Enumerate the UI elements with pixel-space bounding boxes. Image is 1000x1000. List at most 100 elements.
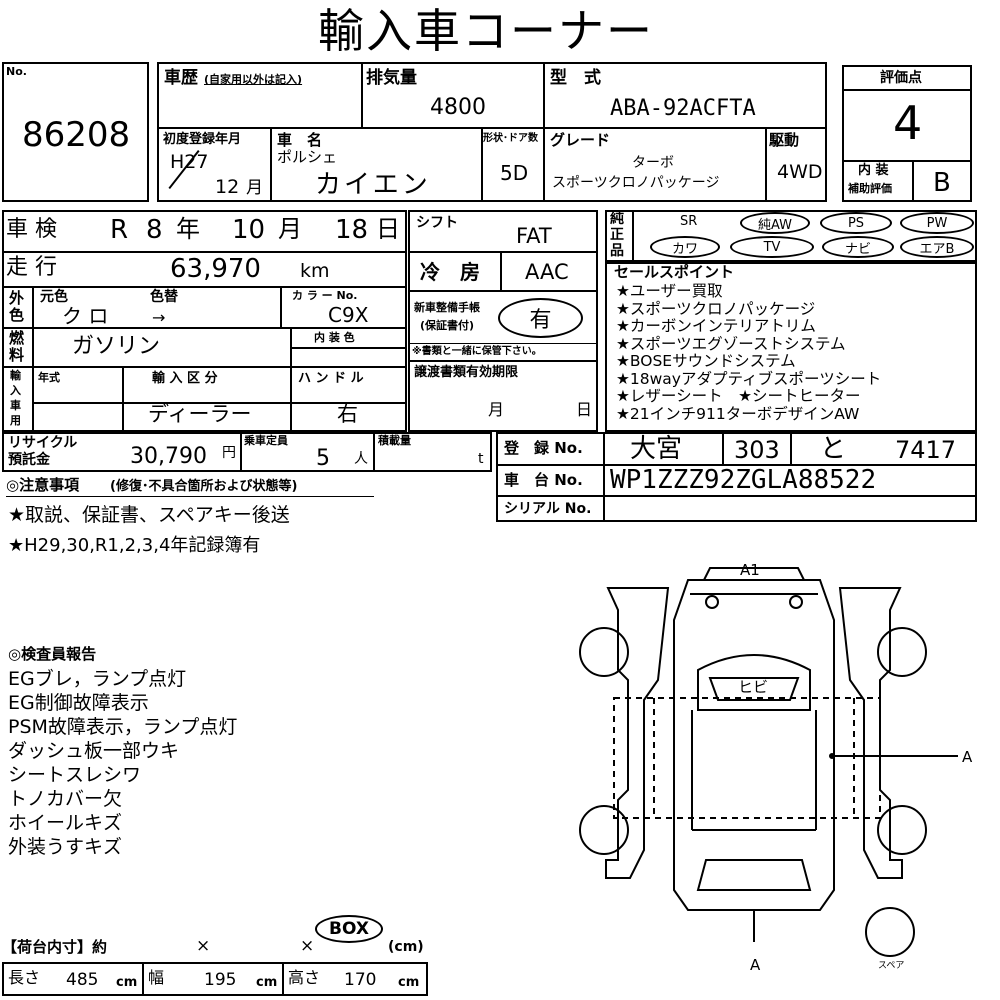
inspection-label: 車 検 bbox=[6, 217, 57, 242]
model-value: ABA-92ACFTA bbox=[610, 96, 756, 121]
load-label: 積載量 bbox=[378, 434, 411, 447]
length-label: 長さ bbox=[8, 968, 41, 987]
import-year-label: 年式 bbox=[38, 371, 60, 384]
repaint-value: → bbox=[152, 308, 166, 327]
diagram-label-a-bottom: A bbox=[750, 956, 761, 974]
score-value: 4 bbox=[893, 96, 923, 150]
height-unit: cm bbox=[398, 975, 420, 990]
serial-label: シリアル No. bbox=[504, 501, 592, 517]
genuine-item-pw: PW bbox=[900, 212, 974, 234]
report-item: EG制御故障表示 bbox=[8, 692, 149, 714]
length-unit: cm bbox=[116, 975, 138, 990]
car-diagram bbox=[579, 567, 958, 957]
inspection-era: R bbox=[110, 215, 129, 245]
reg-label: 登 録 No. bbox=[504, 439, 583, 457]
capacity-value: 5 bbox=[316, 446, 330, 471]
cargo-x2: × bbox=[300, 936, 315, 956]
fuel-label-2: 料 bbox=[9, 346, 25, 364]
inspection-year-unit: 年 bbox=[176, 215, 200, 243]
interior-value: B bbox=[933, 168, 951, 198]
length-value: 485 bbox=[66, 970, 99, 990]
score-label: 評価点 bbox=[880, 70, 922, 86]
sales-points-box bbox=[605, 262, 977, 432]
vehicle-info-box bbox=[157, 62, 827, 202]
genuine-label-3: 品 bbox=[610, 243, 624, 259]
genuine-item-aw: 純AW bbox=[740, 212, 810, 234]
reg-number: 7417 bbox=[895, 436, 957, 464]
recycle-label-2: 預託金 bbox=[8, 452, 50, 468]
recycle-box bbox=[2, 432, 492, 472]
sales-point-item: ★スポーツエグゾーストシステム bbox=[616, 334, 846, 353]
cargo-dimensions-box bbox=[2, 962, 428, 996]
notes-heading: ◎注意事項 bbox=[6, 476, 80, 494]
note-item: ★H29,30,R1,2,3,4年記録簿有 bbox=[8, 535, 261, 556]
cargo-label: 【荷台内寸】約 bbox=[2, 938, 108, 956]
genuine-label-2: 正 bbox=[610, 227, 624, 243]
handle-label: ハ ン ド ル bbox=[298, 371, 364, 386]
genuine-item-leather: カワ bbox=[650, 236, 720, 258]
inspection-month-unit: 月 bbox=[278, 215, 302, 243]
width-label: 幅 bbox=[148, 968, 165, 987]
reg-area: 大宮 bbox=[630, 434, 683, 464]
report-heading: ◎検査員報告 bbox=[8, 645, 97, 663]
import-type-label: 輸 入 区 分 bbox=[152, 371, 218, 386]
import-type-value: ディーラー bbox=[148, 402, 252, 426]
lot-number-box bbox=[2, 62, 149, 202]
history-note: (自家用以外は記入) bbox=[204, 73, 303, 86]
note-item: ★取説、保証書、スペアキー後送 bbox=[8, 504, 290, 526]
fuel-value: ガソリン bbox=[72, 334, 161, 359]
lot-number-label: No. bbox=[6, 65, 27, 78]
diagram-label-hibi: ヒビ bbox=[738, 678, 769, 696]
maintenance-value: 有 bbox=[529, 308, 552, 333]
aircon-label: 冷 房 bbox=[420, 260, 480, 284]
mileage-unit: km bbox=[300, 260, 330, 282]
mileage-label: 走 行 bbox=[6, 255, 57, 280]
sales-point-item: ★レザーシート ★シートヒーター bbox=[616, 387, 861, 405]
width-value: 195 bbox=[204, 970, 237, 990]
maintenance-label-1: 新車整備手帳 bbox=[414, 301, 480, 314]
genuine-parts-box bbox=[605, 210, 977, 262]
exterior-label-1: 外 bbox=[9, 289, 25, 307]
handle-value: 右 bbox=[337, 402, 358, 426]
report-item: シートスレシワ bbox=[8, 764, 142, 786]
box-label: BOX bbox=[329, 919, 369, 939]
history-label: 車歴 bbox=[164, 68, 198, 88]
car-maker: ポルシェ bbox=[277, 148, 338, 166]
capacity-label: 乗車定員 bbox=[244, 434, 288, 447]
capacity-unit: 人 bbox=[354, 451, 368, 467]
import-label-2: 入 bbox=[10, 384, 21, 397]
report-item: EGブレ，ランプ点灯 bbox=[8, 668, 187, 690]
score-box bbox=[842, 65, 972, 202]
diagram-label-a1: A1 bbox=[740, 561, 760, 579]
doors-label: 形状･ドア数 bbox=[483, 133, 538, 144]
transfer-label: 譲渡書類有効期限 bbox=[414, 365, 519, 380]
width-unit: cm bbox=[256, 975, 278, 990]
recycle-value: 30,790 bbox=[130, 444, 207, 469]
sales-point-item: ★21インチ911ターボデザインAW bbox=[616, 404, 860, 423]
mileage-value: 63,970 bbox=[170, 254, 261, 284]
report-item: トノカバー欠 bbox=[8, 788, 123, 810]
drive-value: 4WD bbox=[777, 161, 823, 183]
drive-label: 駆動 bbox=[769, 131, 800, 149]
first-reg-month: 12 bbox=[215, 176, 240, 198]
exterior-label-2: 色 bbox=[9, 306, 25, 324]
sales-point-item: ★カーボンインテリアトリム bbox=[616, 317, 816, 335]
maintenance-label-2: (保証書付) bbox=[420, 319, 475, 332]
genuine-item-sr: SR bbox=[680, 214, 698, 229]
height-label: 高さ bbox=[288, 968, 321, 987]
interior-label-2: 補助評価 bbox=[848, 182, 892, 195]
registration-box bbox=[496, 432, 977, 522]
inspection-year: 8 bbox=[146, 215, 163, 245]
sales-point-item: ★BOSEサウンドシステム bbox=[616, 352, 796, 370]
page-title: 輸入車コーナー bbox=[318, 4, 654, 58]
notes-heading-sub: (修復･不具合箇所および状態等) bbox=[110, 479, 298, 494]
original-color-value: ク ロ bbox=[62, 304, 109, 328]
report-item: PSM故障表示，ランプ点灯 bbox=[8, 716, 238, 738]
grade-line1: ターボ bbox=[632, 155, 674, 171]
genuine-item-ps: PS bbox=[820, 212, 892, 234]
displacement-value: 4800 bbox=[430, 95, 486, 120]
cargo-unit-paren: (cm) bbox=[388, 939, 424, 955]
aircon-value: AAC bbox=[525, 260, 569, 284]
spec-box bbox=[2, 210, 407, 432]
genuine-item-airbag: エアB bbox=[900, 236, 974, 258]
